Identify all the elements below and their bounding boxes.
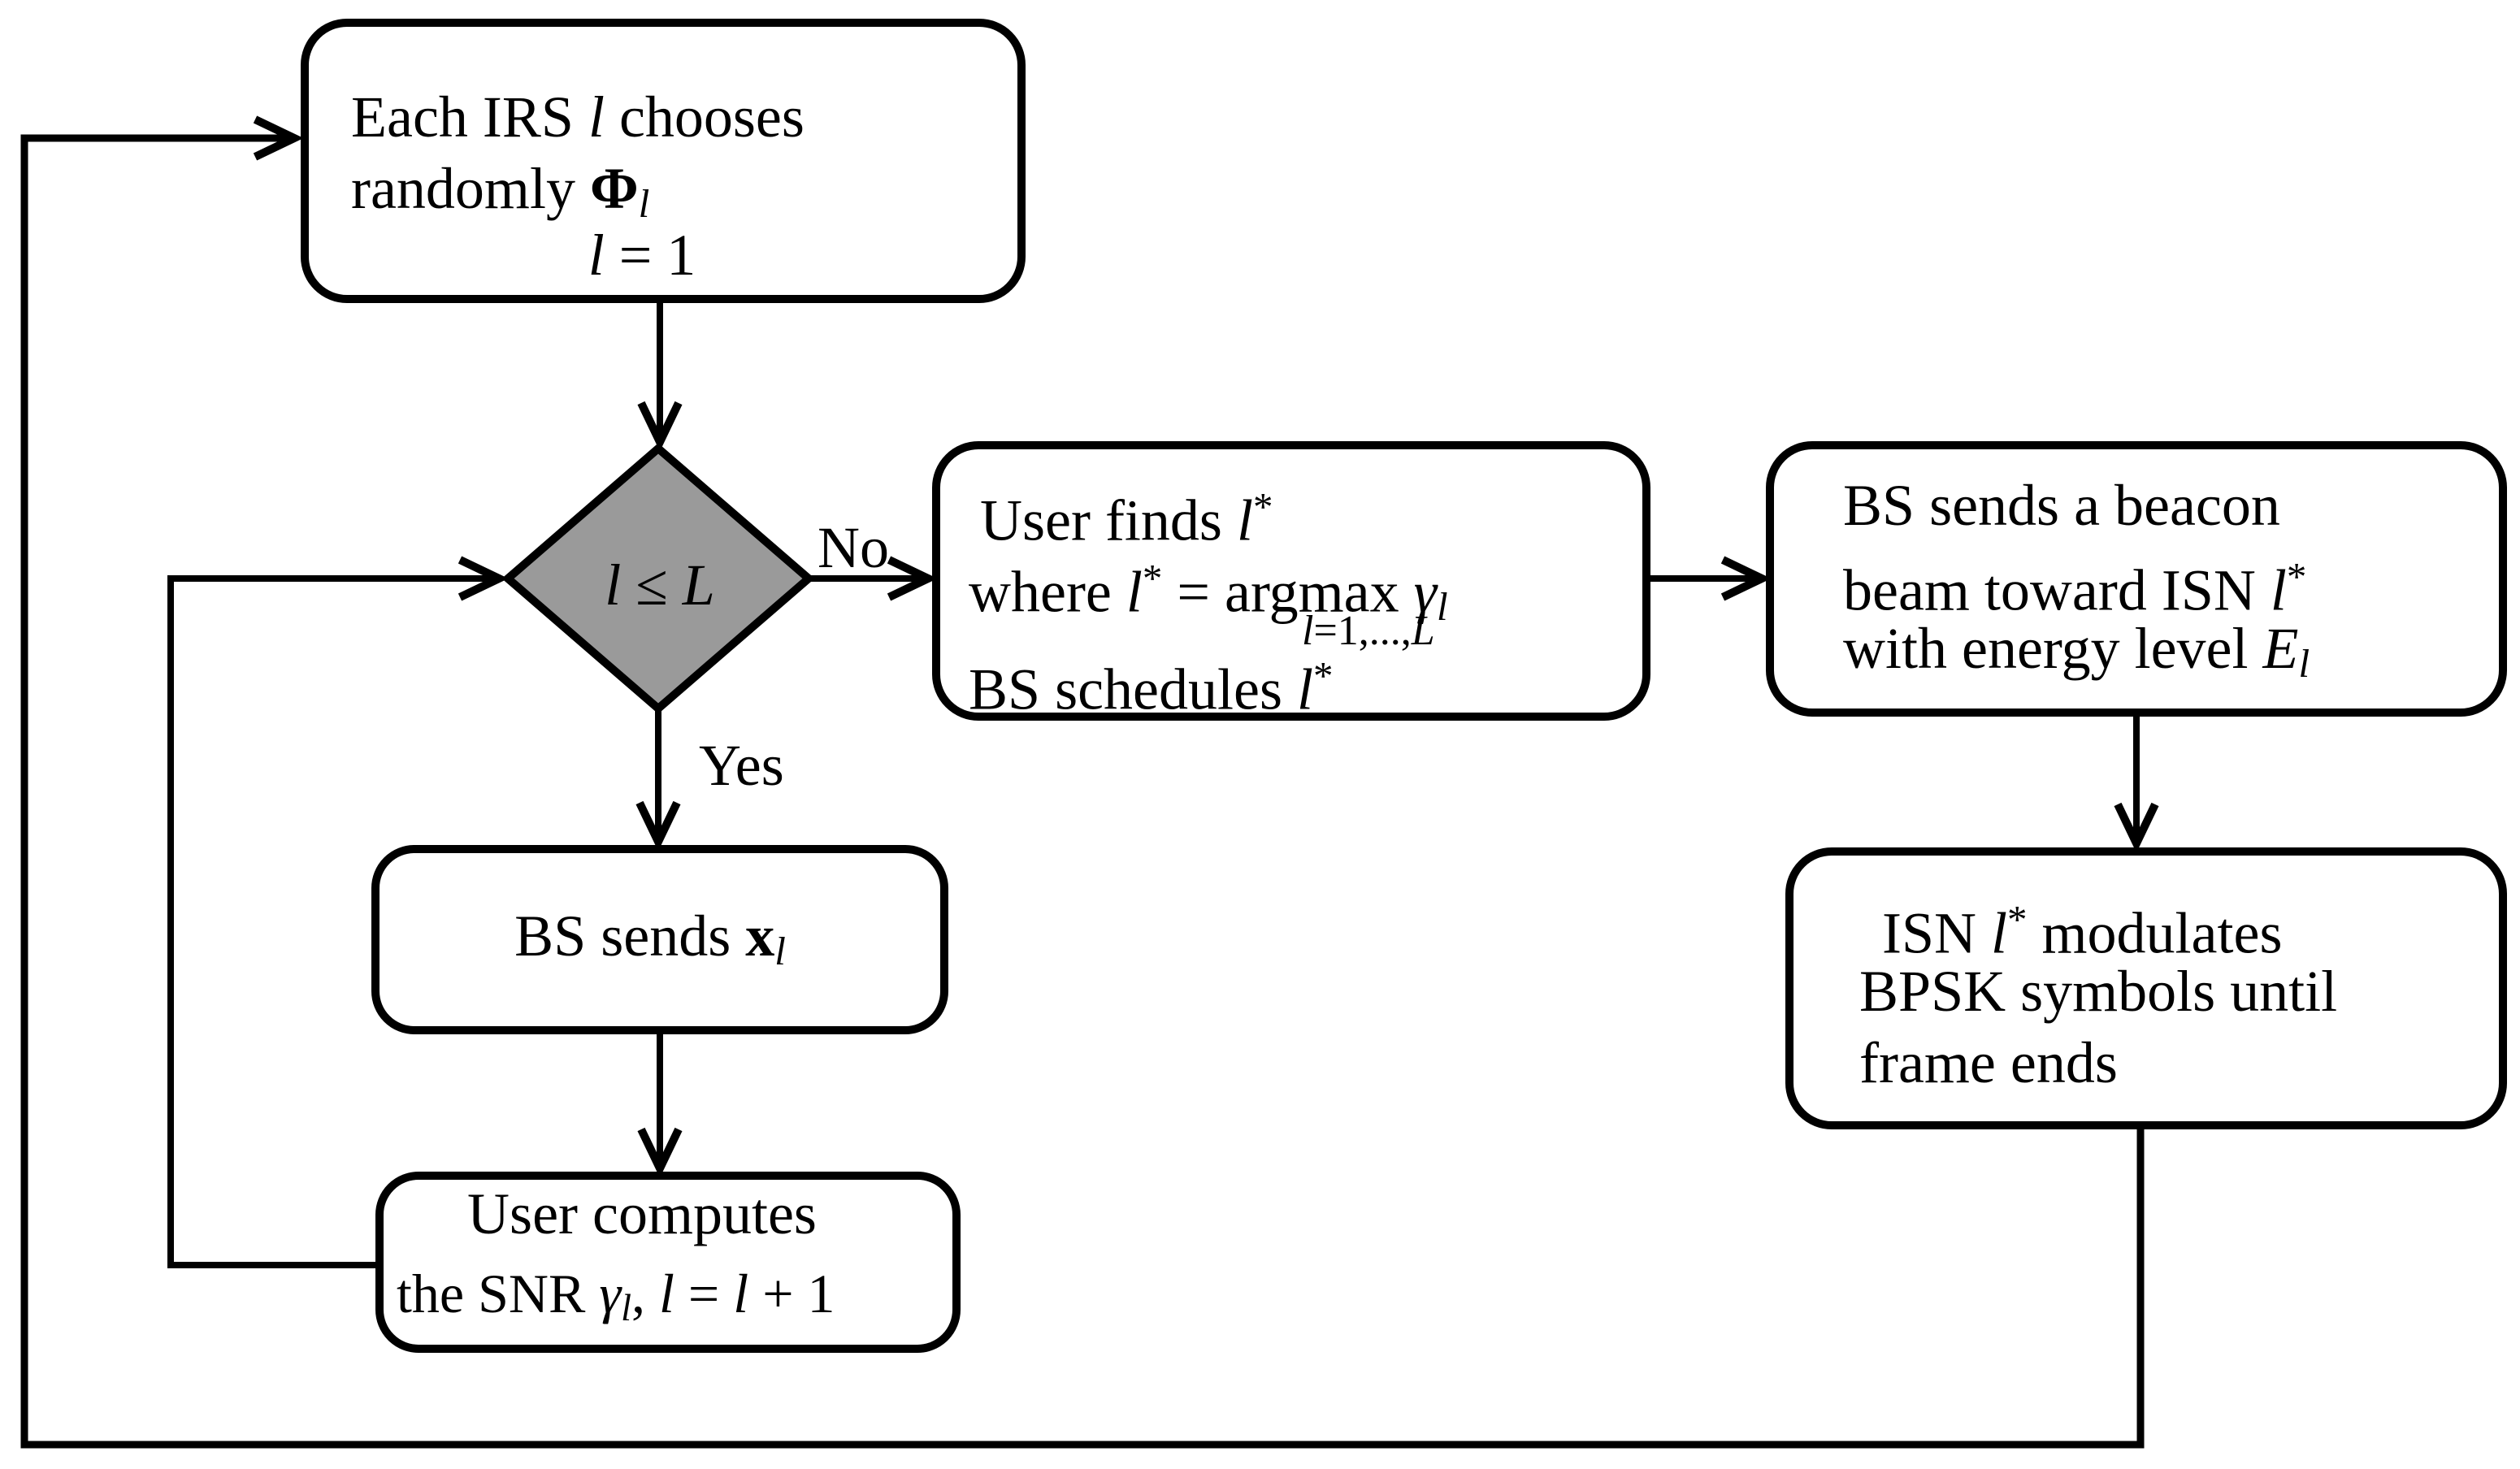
node-compute-line-1: User computes [467, 1181, 817, 1246]
node-init-line-3: l = 1 [588, 223, 696, 288]
node-init-line-1: Each IRS l chooses [351, 84, 805, 150]
edge-label-yes: Yes [699, 733, 784, 798]
node-sendx-shape [371, 845, 948, 1034]
node-isn-line-1: ISN l* modulates [1882, 897, 2283, 966]
node-decision-diamond [501, 443, 815, 714]
node-isn-line-3: frame ends [1859, 1030, 2118, 1095]
node-beacon-shape [1766, 441, 2507, 717]
edge-label-no: No [818, 515, 889, 580]
node-init-line-2: randomly Φl [351, 156, 650, 226]
node-find-line-1: User finds l* [980, 484, 1273, 553]
node-beacon-line-2: beam toward ISN l* [1843, 554, 2307, 623]
node-compute-line-2: the SNR γl, l = l + 1 [397, 1263, 835, 1330]
node-find-line-2: where l* = argmax γl [969, 556, 1448, 630]
node-init-shape [301, 19, 1026, 303]
node-find-line-3: BS schedules l* [969, 653, 1334, 722]
node-find-argmax-subscript: l=1,...,L [1302, 608, 1435, 654]
node-beacon-line-1: BS sends a beacon [1843, 473, 2280, 538]
node-decision-label: l ≤ L [605, 552, 715, 618]
arrow-isn-loop-to-init [20, 138, 2145, 1449]
node-find-shape [932, 441, 1650, 721]
node-sendx-line-1: BS sends xl [514, 904, 786, 973]
node-beacon-line-3: with energy level El [1843, 616, 2310, 686]
node-isn-line-2: BPSK symbols until [1859, 959, 2338, 1024]
node-isn-shape [1785, 847, 2507, 1129]
node-compute-shape [375, 1172, 961, 1353]
arrow-compute-loop-to-decision [167, 578, 499, 1268]
